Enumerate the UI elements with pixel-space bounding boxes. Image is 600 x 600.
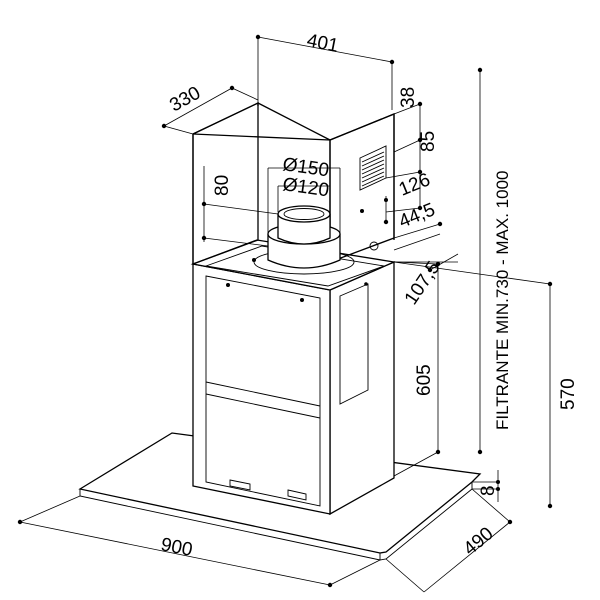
dimension-lines — [17, 34, 553, 593]
label-vent-to-outlet: 126 — [396, 169, 433, 200]
label-vent-height: 85 — [418, 131, 439, 152]
label-canopy-thickness: 8 — [478, 485, 499, 496]
label-outlet-height: 80 — [212, 175, 233, 196]
lower-body — [190, 239, 397, 516]
duct-outlet — [252, 205, 379, 275]
label-top-offset: 38 — [398, 87, 419, 108]
label-canopy-width: 900 — [159, 534, 194, 561]
label-outlet-offset: 44,5 — [396, 199, 438, 232]
label-chimney-depth: 330 — [166, 83, 204, 117]
label-chimney-width: 401 — [305, 30, 340, 57]
label-canopy-depth: 490 — [460, 523, 498, 559]
label-body-height: 605 — [414, 364, 435, 396]
label-filter-range: FILTRANTE MIN.730 - MAX. 1000 — [493, 171, 512, 430]
label-total-height: 570 — [558, 378, 579, 410]
